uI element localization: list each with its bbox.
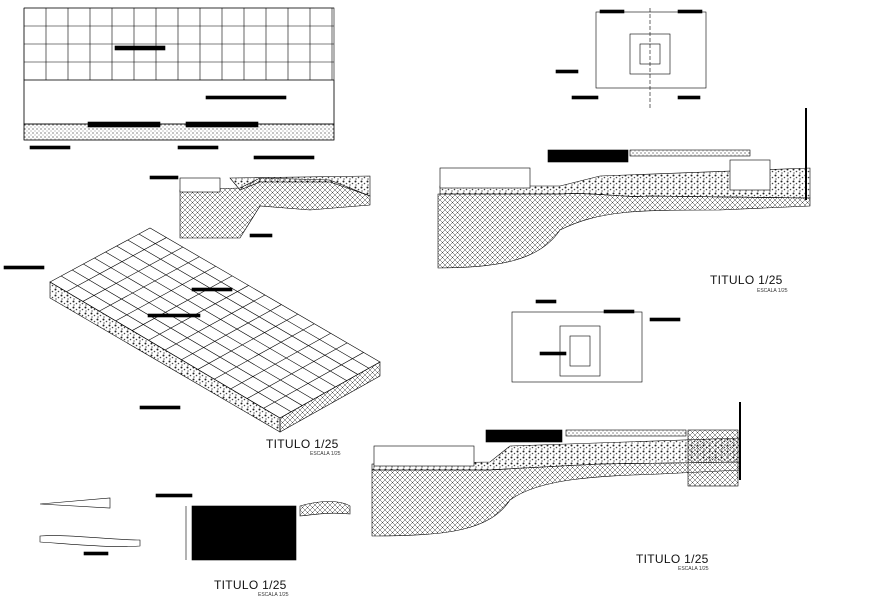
scale-detail-bottom-left: ESCALA 1/25 <box>258 592 289 598</box>
scale-section-bottom-right: ESCALA 1/25 <box>678 566 709 572</box>
title-section-bottom-right: TITULO 1/25 <box>636 552 709 566</box>
scale-isometric-slab: ESCALA 1/25 <box>310 451 341 457</box>
title-isometric-slab: TITULO 1/25 <box>266 437 339 451</box>
small-section-detail <box>149 155 371 239</box>
detail-bottom-left <box>39 493 351 561</box>
scale-section-top-right: ESCALA 1/25 <box>757 288 788 294</box>
title-section-top-right: TITULO 1/25 <box>710 273 783 287</box>
isometric-slab <box>3 227 381 433</box>
plan-detail-middle <box>511 299 681 383</box>
long-section-top-right <box>437 108 811 269</box>
long-section-bottom-right <box>371 402 741 537</box>
title-detail-bottom-left: TITULO 1/25 <box>214 578 287 592</box>
elevation-tile-wall <box>23 7 335 150</box>
plan-detail-top <box>555 8 707 110</box>
